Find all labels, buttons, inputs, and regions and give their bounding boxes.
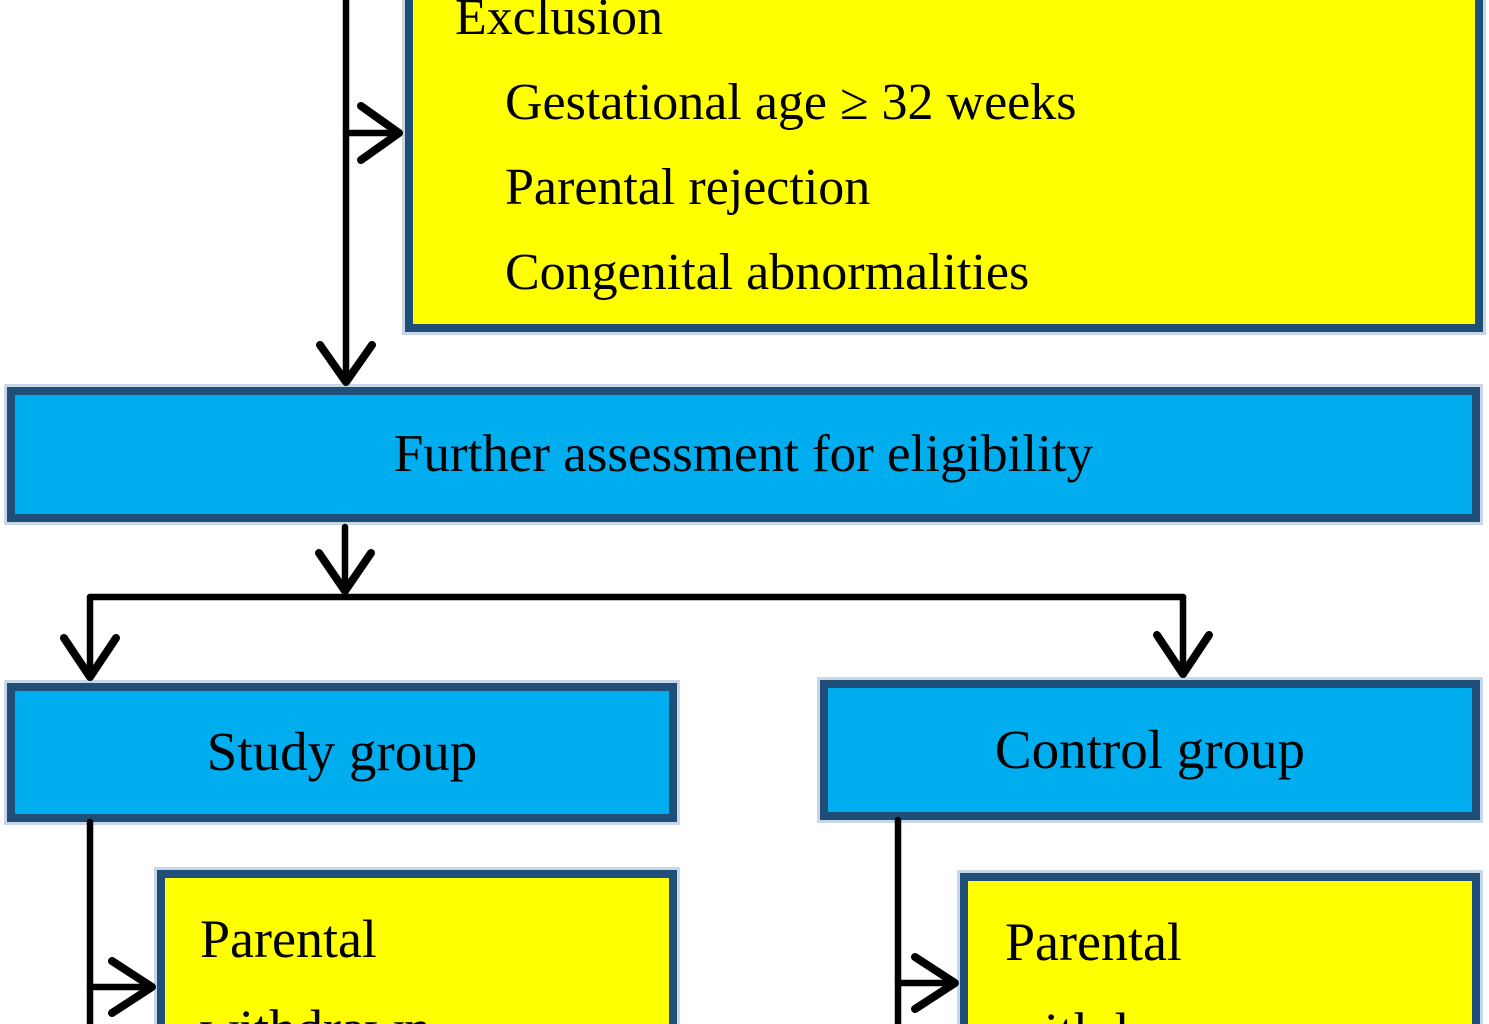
exclusion-box: Exclusion Gestational age ≥ 32 weeks Par… xyxy=(405,0,1483,332)
assessment-branch-arrowhead-icon xyxy=(315,549,375,595)
exclusion-item-parental-rejection: Parental rejection xyxy=(505,159,871,216)
control-withdrawn-box: Parental withdrawn xyxy=(960,873,1480,1024)
further-assessment-label: Further assessment for eligibility xyxy=(393,425,1094,484)
exclusion-arrowhead-icon xyxy=(357,102,403,164)
control-withdrawn-line1: Parental xyxy=(1005,912,1182,972)
study-group-label: Study group xyxy=(206,721,478,783)
exclusion-item-congenital-abnormalities: Congenital abnormalities xyxy=(505,244,1030,301)
control-arrowhead-icon xyxy=(1153,631,1213,678)
control-group-box: Control group xyxy=(820,680,1480,820)
study-withdrawn-line1: Parental xyxy=(200,909,377,969)
study-withdrawn-arrowhead-icon xyxy=(108,957,156,1017)
study-arrowhead-icon xyxy=(60,634,120,681)
study-group-box: Study group xyxy=(7,683,677,822)
study-withdrawn-line2: withdrawn xyxy=(200,984,669,1024)
exclusion-title: Exclusion xyxy=(455,0,663,46)
study-withdrawn-box: Parental withdrawn xyxy=(157,870,677,1024)
control-withdrawn-arrowhead-icon xyxy=(911,953,959,1013)
enrollment-arrowhead-icon xyxy=(316,341,376,386)
exclusion-item-gestational-age: Gestational age ≥ 32 weeks xyxy=(505,74,1077,131)
further-assessment-box: Further assessment for eligibility xyxy=(7,387,1480,522)
control-withdrawn-line2: withdrawn xyxy=(1005,987,1472,1024)
control-group-label: Control group xyxy=(994,718,1306,780)
